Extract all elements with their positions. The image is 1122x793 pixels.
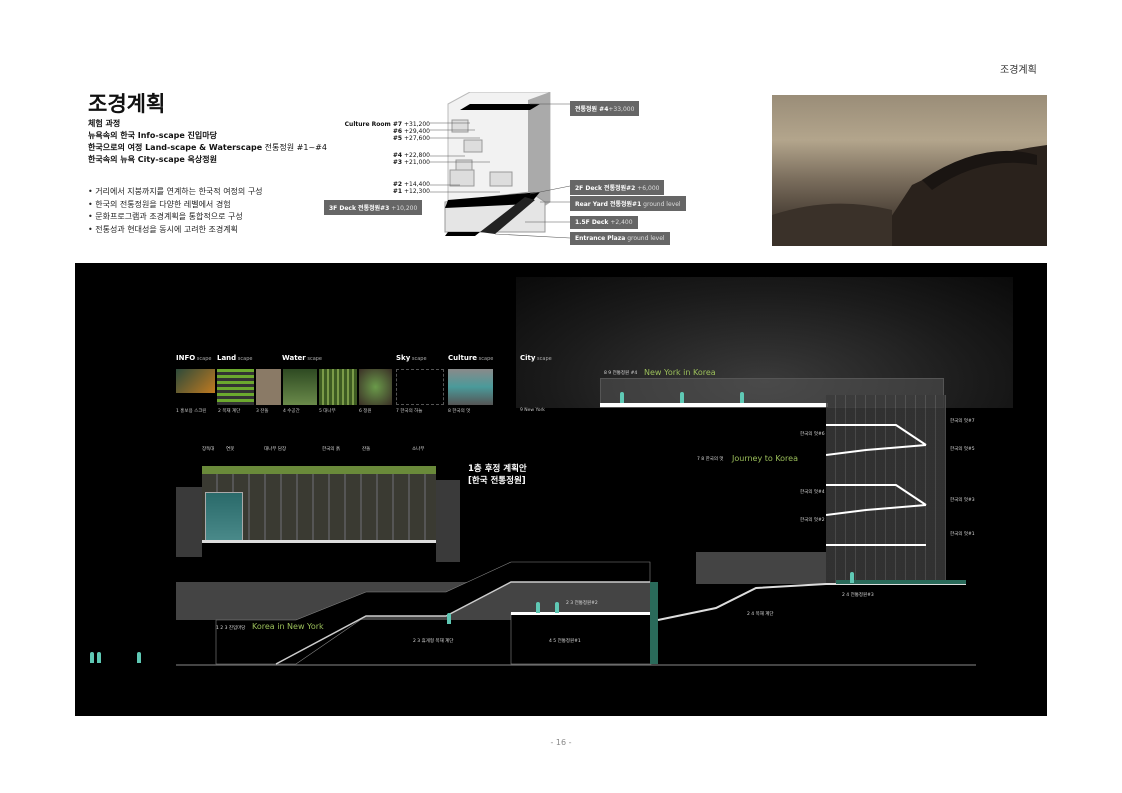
section-tag: 2 4 전통정원#3	[842, 593, 874, 598]
level-tag: 3F Deck 전통정원#3 +10,200	[324, 200, 423, 215]
subtitle-normal: 전통정원 #1~#4	[262, 143, 327, 152]
level-label: #2 +14,400	[392, 181, 430, 188]
subtitle-line: 한국으로의 여정 Land-scape & Waterscape 전통정원 #1…	[88, 142, 327, 154]
garden-label: 잔돌	[362, 447, 371, 452]
human-figure	[137, 652, 141, 663]
room-label: 한국의 멋#6	[800, 432, 825, 437]
human-figure	[620, 392, 624, 403]
subtitle-line: 한국속의 뉴욕 City-scape 옥상정원	[88, 155, 217, 164]
building-section	[176, 552, 976, 666]
thumb-caption: 2 목재 계단	[218, 409, 241, 414]
subtitle-block: 체험 과정 뉴욕속의 한국 Info-scape 진입마당 한국으로의 여정 L…	[88, 118, 327, 166]
level-label: #5 +27,600	[392, 135, 430, 142]
thumb-garden	[359, 369, 392, 405]
section-tag: 2 3 전통정원#2	[566, 601, 598, 606]
garden-title: 1층 후정 계획안[한국 전통정원]	[468, 464, 527, 486]
thumb-sky-cloud-pattern	[396, 369, 444, 405]
human-figure	[90, 652, 94, 663]
garden-hedge	[202, 466, 436, 474]
garden-wall	[176, 487, 202, 557]
thumb-caption: 4 수공간	[283, 409, 300, 414]
thumb-stone	[256, 369, 281, 405]
axonometric-diagram: Culture Room #7 +31,200 #6 +29,400 #5 +2…	[324, 92, 700, 252]
building-axon	[430, 92, 571, 239]
section-tag: 1 2 3 진입마당	[216, 626, 246, 631]
scape-label: City scape	[520, 354, 552, 362]
garden-label: 소나무	[412, 447, 425, 452]
human-figure	[97, 652, 101, 663]
bullet-item: • 한국의 전통정원을 다양한 레벨에서 경험	[88, 199, 231, 209]
section-tag: 8 9 전통정원 #4	[604, 371, 638, 376]
thumb-caption: 8 한국의 멋	[448, 409, 471, 414]
level-tag: 전통정원 #4+33,000	[570, 101, 640, 116]
section-tag: 2 4 목재 계단	[747, 612, 774, 617]
scape-label: Sky scape	[396, 354, 427, 362]
room-label: 한국의 멋#2	[800, 518, 825, 523]
garden-label: 대나무 담장	[264, 447, 287, 452]
human-figure	[680, 392, 684, 403]
room-label: 한국의 멋#4	[800, 490, 825, 495]
garden-wall	[436, 480, 460, 562]
level-label: #3 +21,000	[392, 159, 430, 166]
garden-label: 연못	[226, 447, 235, 452]
scape-label: INFO scape	[176, 354, 212, 362]
palace-roof-silhouette	[772, 145, 1047, 246]
thumb-caption: 1 홍보용 스크린	[176, 409, 207, 414]
level-tag: 1.5F Deck +2,400	[570, 216, 638, 229]
bullet-list: • 거리에서 지붕까지를 연계하는 한국적 여정의 구성 • 한국의 전통정원을…	[88, 186, 263, 236]
human-figure	[555, 602, 559, 613]
scape-label: Land scape	[217, 354, 253, 362]
page-number: - 16 -	[550, 738, 572, 747]
thumb-land	[217, 369, 254, 405]
bullet-item: • 문화프로그램과 조경계획을 통합적으로 구성	[88, 212, 243, 221]
section-header: 조경계획	[1000, 65, 1037, 76]
new-york-in-korea-label: New York in Korea	[644, 368, 716, 377]
korea-in-new-york-label: Korea in New York	[252, 622, 324, 631]
room-label: 한국의 멋#3	[950, 498, 975, 503]
page-title: 조경계획	[88, 92, 166, 116]
thumb-caption: 5 대나무	[319, 409, 336, 414]
thumb-caption: 3 잔돌	[256, 409, 269, 414]
garden-label: 한국의 흙	[322, 447, 340, 452]
section-tag: 7 8 한국의 멋	[697, 457, 724, 462]
journey-to-korea-label: Journey to Korea	[732, 454, 798, 463]
thumb-water	[283, 369, 317, 405]
level-tag: Rear Yard 전통정원#1 ground level	[570, 196, 686, 211]
thumb-bamboo	[319, 369, 357, 405]
thumb-caption: 9 New York	[520, 408, 545, 413]
stair-tower	[826, 395, 946, 585]
thumb-culture	[448, 369, 493, 405]
bullet-item: • 전통성과 현대성을 동시에 고려한 조경계획	[88, 224, 238, 234]
thumb-info	[176, 369, 215, 393]
stair-lines	[826, 424, 927, 546]
level-tag: Entrance Plaza ground level	[570, 232, 670, 245]
scape-label: Water scape	[282, 354, 323, 362]
thumb-caption: 7 한국의 하늘	[396, 409, 423, 414]
level-label: #6 +29,400	[392, 128, 430, 135]
level-tag: 2F Deck 전통정원#2 +6,000	[570, 180, 665, 195]
korean-palace-photo	[772, 95, 1047, 246]
human-figure	[850, 572, 854, 583]
garden-label: 장독대	[202, 447, 215, 452]
room-label: 한국의 멋#7	[950, 419, 975, 424]
garden-pond-image	[205, 492, 243, 542]
subtitle-line: 체험 과정	[88, 119, 121, 128]
level-label: #4 +22,800	[392, 152, 430, 159]
room-label: 한국의 멋#1	[950, 532, 975, 537]
subtitle-line: 뉴욕속의 한국 Info-scape 진입마당	[88, 131, 217, 140]
bullet-item: • 거리에서 지붕까지를 연계하는 한국적 여정의 구성	[88, 187, 263, 196]
garden-ground-line	[202, 540, 436, 543]
level-label: #1 +12,300	[392, 188, 430, 195]
human-figure	[447, 613, 451, 624]
section-tag: 2 3 휴게형 목재 계단	[413, 639, 454, 644]
human-figure	[740, 392, 744, 403]
section-tag: 4 5 전통정원#1	[549, 639, 581, 644]
human-figure	[536, 602, 540, 613]
rooftop-deck	[600, 403, 828, 407]
scape-label: Culture scape	[448, 354, 494, 362]
subtitle-bold: 한국으로의 여정 Land-scape & Waterscape	[88, 143, 263, 152]
level-label: Culture Room #7 +31,200	[344, 121, 430, 128]
room-label: 한국의 멋#5	[950, 447, 975, 452]
thumb-caption: 6 정원	[359, 409, 372, 414]
